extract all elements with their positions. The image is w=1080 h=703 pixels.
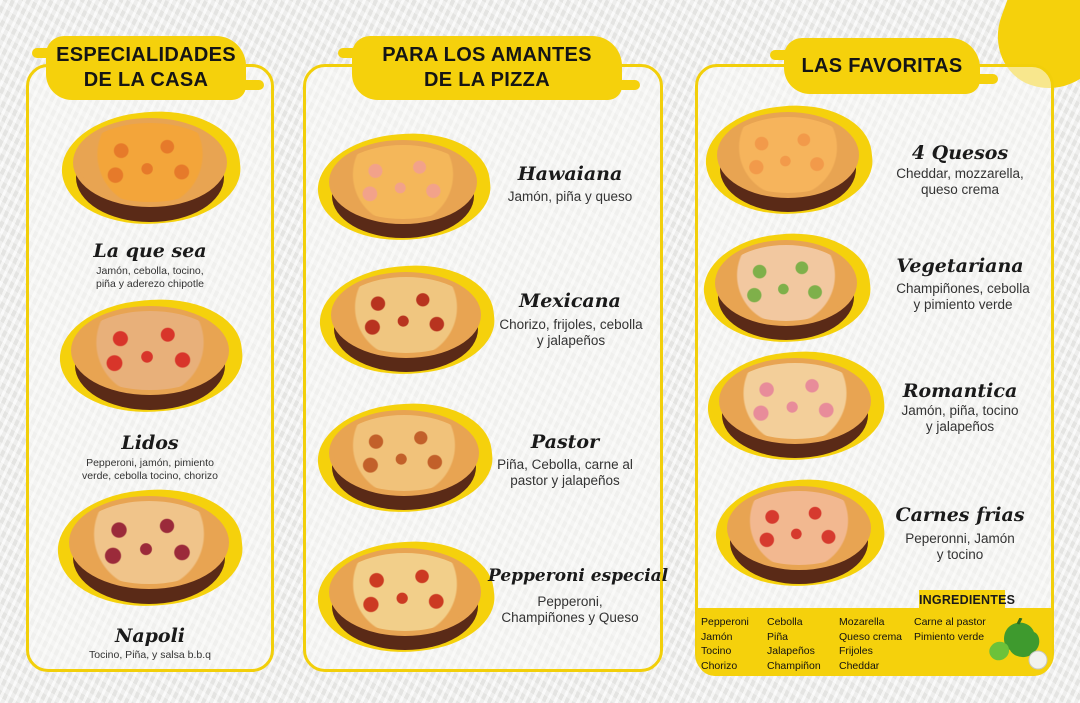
section-title: ESPECIALIDADES DE LA CASA (56, 44, 236, 91)
pizza-image (56, 103, 246, 233)
ingredient-item: Carne al pastor (914, 616, 986, 628)
pizza-description: Jamón, piña y queso (507, 189, 633, 204)
pizza-top (329, 548, 481, 636)
ingredient-item: Piña (767, 630, 789, 643)
pizza-description: Pepperoni, jamón, pimiento verde, ceboll… (82, 457, 218, 482)
header-amantes: PARA LOS AMANTES DE LA PIZZA (338, 36, 640, 100)
ingredient-item: Pimiento verde (914, 630, 985, 643)
pizza-name: Lidos (121, 432, 179, 454)
pizza-top (329, 140, 477, 225)
pizza-description: Peperonni, Jamón y tocino (905, 531, 1015, 562)
ingredient-item: Cheddar (839, 659, 880, 672)
ingredient-item: Jamón (701, 630, 733, 643)
pizza-description: Piña, Cebolla, carne al pastor y jalapeñ… (497, 457, 633, 488)
pizza-top (71, 306, 229, 396)
pizza-description: Jamón, piña, tocino y jalapeños (901, 403, 1019, 434)
pizza-top (69, 496, 229, 589)
ingredients-column-4: Carne al pastor Pimiento verde (914, 615, 986, 644)
pizza-image (312, 395, 498, 521)
pizza-description: Pepperoni, Champiñones y Queso (501, 594, 639, 625)
pizza-image (312, 533, 500, 661)
pizza-name: Napoli (114, 625, 186, 647)
pizza-top (331, 272, 481, 358)
pizza-name: Pastor (530, 431, 600, 453)
pizza-description: Champiñones, cebolla y pimiento verde (896, 281, 1030, 312)
pizza-description: Chorizo, frijoles, cebolla y jalapeños (499, 317, 643, 348)
ingredient-item: Mozarella (839, 616, 885, 628)
pizza-name: Romantica (902, 380, 1018, 402)
pizza-image (314, 257, 500, 383)
pizza-top (73, 118, 227, 208)
ingredient-item: Queso crema (839, 630, 903, 643)
ingredients-title: INGREDIENTES (919, 590, 1015, 610)
pizza-image (702, 343, 890, 469)
ingredients-column-3: Mozarella Queso crema Frijoles Cheddar (839, 615, 902, 673)
pizza-name: Hawaiana (517, 163, 623, 185)
ingredients-column-2: Cebolla Piña Jalapeños Champiñon (767, 615, 821, 673)
pizza-name: Vegetariana (896, 255, 1024, 277)
section-title: PARA LOS AMANTES DE LA PIZZA (382, 44, 592, 91)
ingredient-item: Champiñon (767, 659, 821, 672)
vegetables-icon (989, 618, 1048, 670)
pizza-description: Cheddar, mozzarella, queso crema (896, 166, 1024, 197)
pizza-image (710, 471, 890, 595)
pizza-name: Mexicana (519, 290, 621, 312)
ingredient-item: Jalapeños (767, 645, 815, 657)
section-title: LAS FAVORITAS (801, 54, 963, 77)
ingredients-box (697, 608, 1052, 676)
pizza-top (714, 240, 858, 326)
pizza-top (716, 112, 860, 198)
pizza-name: 4 Quesos (911, 142, 1009, 164)
header-favoritas: LAS FAVORITAS (770, 38, 998, 94)
pizza-name: Pepperoni especial (488, 566, 669, 586)
pizza-image (52, 480, 248, 616)
header-especialidades: ESPECIALIDADES DE LA CASA (32, 36, 264, 100)
ingredient-item: Cebolla (767, 616, 803, 628)
pizza-image (54, 290, 248, 422)
ingredient-item: Frijoles (839, 645, 873, 657)
pizza-description: Tocino, Piña, y salsa b.b.q (89, 649, 211, 661)
ingredient-item: Pepperoni (701, 616, 749, 628)
pizza-top (329, 410, 479, 496)
ingredient-item: Chorizo (701, 659, 738, 672)
pizza-name: La que sea (93, 240, 207, 262)
pizza-image (698, 225, 876, 351)
ingredients-column-1: Pepperoni Jamón Tocino Chorizo (701, 615, 749, 673)
pizza-top (727, 486, 871, 571)
pizza-name: Carnes frias (895, 504, 1025, 526)
pizza-description: Jamón, cebolla, tocino, piña y aderezo c… (96, 265, 204, 290)
ingredient-item: Tocino (701, 645, 732, 657)
pizza-top (719, 358, 871, 444)
pizza-image (312, 125, 496, 249)
pizza-image (700, 97, 878, 223)
